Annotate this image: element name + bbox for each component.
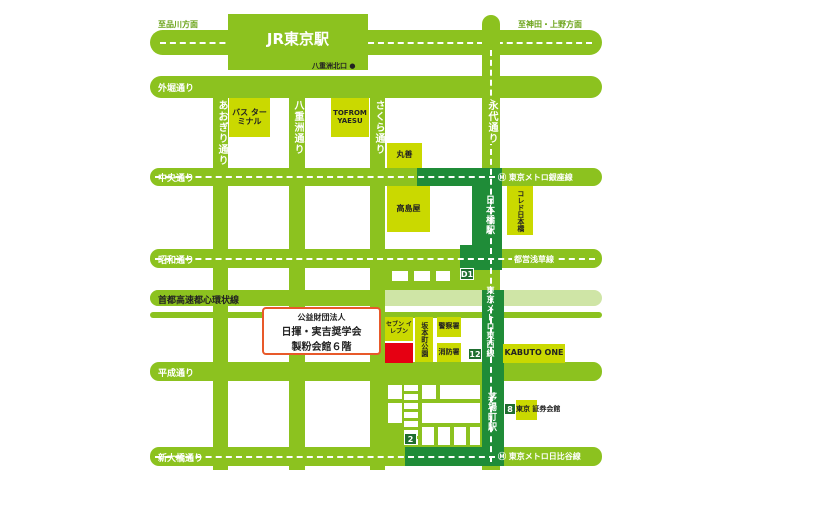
- kayabacho-station: [482, 290, 504, 466]
- police-station: 警察署: [437, 317, 461, 337]
- callout-building: 製粉会館６階: [291, 342, 352, 353]
- shinohashi-label: 新大橋通り: [158, 454, 204, 464]
- chuo-label: 中央通り: [158, 174, 195, 184]
- heisei-road: [150, 362, 602, 381]
- hibiya-line-name: 東京メトロ日比谷線: [508, 452, 581, 461]
- kayabacho-label: 茅場町駅: [486, 392, 496, 432]
- rail-dashes: [160, 42, 592, 44]
- block: [404, 385, 418, 445]
- heisei-label: 平成通り: [158, 369, 195, 379]
- ginza-dash: [155, 176, 495, 178]
- block: [438, 427, 450, 445]
- block: [388, 385, 402, 399]
- tokyo-securities-hall: 東京 証券会館: [516, 400, 560, 420]
- block: [454, 427, 466, 445]
- sotobori-road: [150, 76, 602, 98]
- shutoko-label: 首都高速都心環状線: [158, 296, 240, 306]
- block: [392, 271, 408, 281]
- hibiya-dash: [155, 456, 495, 458]
- exit-label: 八重洲北口: [312, 62, 347, 70]
- nihombashi-label: 日本橋駅: [484, 195, 494, 235]
- direction-west: 至品川方面: [158, 20, 198, 29]
- seven-eleven: セブン イレブン: [385, 317, 413, 341]
- target-building: [385, 343, 413, 363]
- ginza-line-name: 東京メトロ銀座線: [508, 173, 573, 182]
- exit-2: 2: [404, 433, 417, 445]
- exit-12: 12: [468, 348, 482, 360]
- block-area: [385, 268, 482, 290]
- sakura-label: さくら通り: [373, 100, 384, 155]
- block: [470, 427, 480, 445]
- showa-label: 昭和通り: [158, 256, 195, 266]
- block: [422, 403, 480, 423]
- shutoko-west: [150, 290, 385, 306]
- tofrom-yaesu: TOFROM YAESU: [331, 98, 369, 137]
- tozai-dash: [490, 50, 492, 462]
- hibiya-line-label: Ⓜ 東京メトロ日比谷線: [498, 452, 581, 461]
- asakusa-line-section: [460, 245, 502, 270]
- eitai-label: 永代通り: [484, 100, 499, 144]
- block: [436, 271, 450, 281]
- exit-8: 8: [504, 403, 516, 415]
- callout-org-type: 公益財団法人: [297, 313, 346, 322]
- destination-callout: 公益財団法人 日揮・実吉奨学会 製粉会館６階: [262, 307, 381, 355]
- direction-east: 至神田・上野方面: [518, 20, 582, 29]
- station-name: JR東京駅: [266, 29, 330, 48]
- asakusa-dash: [155, 258, 595, 260]
- bus-terminal: バス ターミナル: [229, 98, 270, 137]
- aogiri-label: あおぎり通り: [216, 100, 227, 166]
- sotobori-label: 外堀通り: [158, 84, 195, 94]
- sakamotocho-park: 坂本町公園: [415, 317, 433, 362]
- block: [388, 403, 402, 423]
- yaesu-label: 八重洲通り: [292, 100, 303, 155]
- tozai-line-label: 東京メトロ東西線: [486, 286, 495, 358]
- jr-tokyo-station: JR東京駅: [228, 14, 368, 70]
- takashimaya: 高島屋: [387, 186, 430, 232]
- coredo-nihombashi: コレド日本橋: [507, 186, 533, 235]
- block: [422, 427, 434, 445]
- block: [422, 385, 436, 399]
- callout-org-name: 日揮・実吉奨学会: [281, 327, 362, 338]
- asakusa-line-label: 都営浅草線: [512, 254, 556, 265]
- block: [440, 385, 480, 399]
- yaesu-north-exit: 八重洲北口 ●: [312, 62, 356, 70]
- kabuto-one: KABUTO ONE: [503, 344, 565, 363]
- fire-station: 消防署: [437, 343, 461, 362]
- ginza-line-label: Ⓜ 東京メトロ銀座線: [498, 173, 573, 182]
- block: [414, 271, 430, 281]
- exit-d1: D1: [460, 268, 474, 280]
- maruzen: 丸善: [387, 143, 422, 168]
